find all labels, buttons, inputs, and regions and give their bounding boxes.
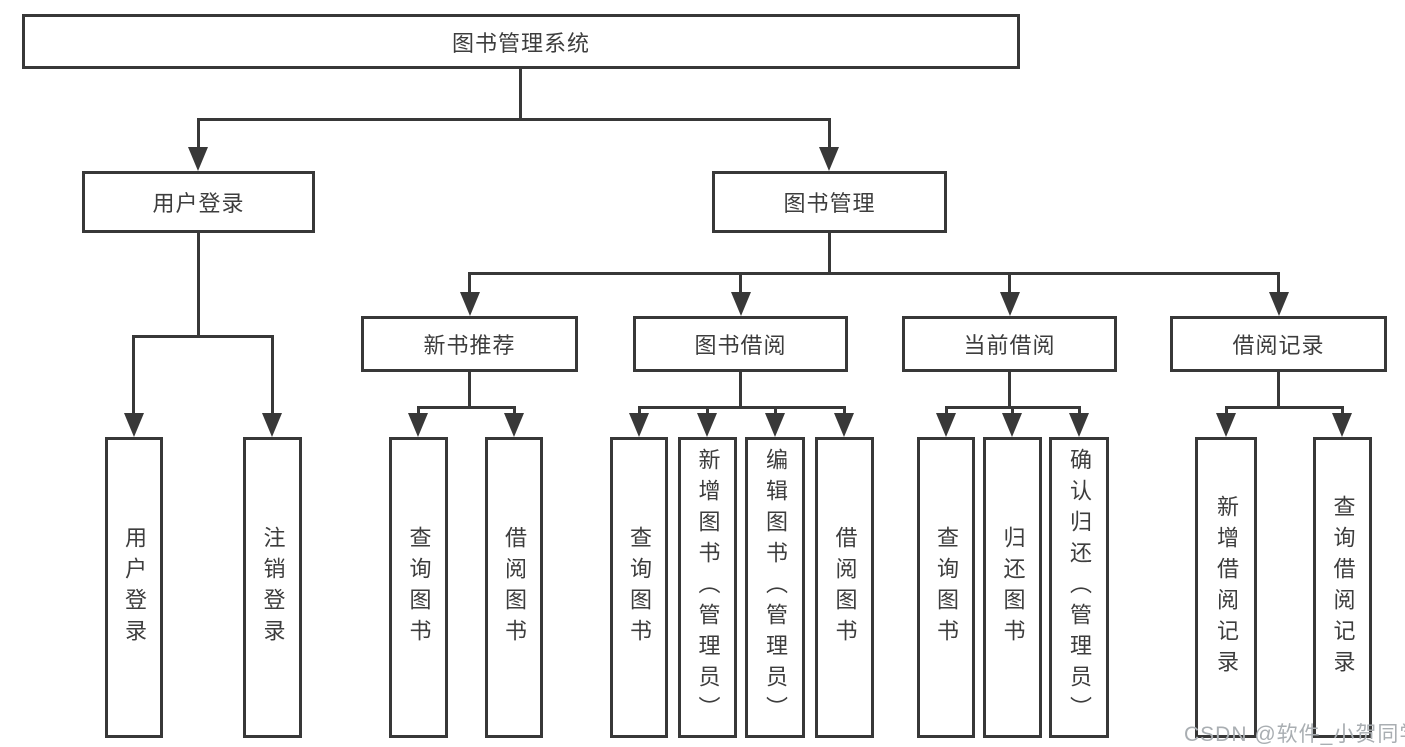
connector-current-leaf1-shaft bbox=[945, 406, 948, 416]
leaf-current-return-books: 归还图书 bbox=[983, 437, 1042, 738]
connector-borrow-stub bbox=[739, 370, 742, 408]
connector-root-right-shaft bbox=[828, 120, 831, 150]
leaf-borrow-query-books-label: 查询图书 bbox=[627, 525, 652, 650]
node-new-book-recommend-label: 新书推荐 bbox=[423, 333, 516, 358]
arrowhead-recommend-borrow bbox=[504, 413, 524, 437]
arrowhead-current-confirm bbox=[1069, 413, 1089, 437]
leaf-borrow-query-books: 查询图书 bbox=[610, 437, 668, 738]
node-book-management: 图书管理 bbox=[712, 171, 947, 233]
connector-records-leaf1-shaft bbox=[1225, 406, 1228, 416]
leaf-records-add-record: 新增借阅记录 bbox=[1195, 437, 1257, 738]
csdn-watermark: CSDN @软件_小贺同学 bbox=[1184, 723, 1405, 746]
connector-borrow-split bbox=[638, 406, 846, 409]
connector-level3-bus bbox=[468, 272, 1280, 275]
leaf-records-query-record: 查询借阅记录 bbox=[1313, 437, 1372, 738]
connector-borrow-leaf4-shaft bbox=[843, 406, 846, 416]
connector-borrow-leaf3-shaft bbox=[774, 406, 777, 416]
connector-borrow-leaf1-shaft bbox=[638, 406, 641, 416]
node-book-borrow-label: 图书借阅 bbox=[694, 333, 787, 358]
node-root-system: 图书管理系统 bbox=[22, 14, 1020, 69]
node-borrow-records-label: 借阅记录 bbox=[1232, 333, 1325, 358]
arrowhead-book-borrow bbox=[731, 292, 751, 316]
connector-bookmgmt-stub bbox=[828, 233, 831, 274]
node-current-borrow-label: 当前借阅 bbox=[963, 333, 1056, 358]
arrowhead-borrow-edit bbox=[765, 413, 785, 437]
connector-userlogin-split bbox=[132, 335, 274, 338]
connector-root-stub bbox=[519, 69, 522, 120]
arrowhead-current-borrow bbox=[1000, 292, 1020, 316]
arrowhead-recommend-query bbox=[408, 413, 428, 437]
leaf-records-query-record-label: 查询借阅记录 bbox=[1330, 494, 1356, 681]
leaf-logout-label: 注销登录 bbox=[260, 525, 286, 650]
arrowhead-borrow-borrow bbox=[834, 413, 854, 437]
arrowhead-book-management bbox=[819, 147, 839, 171]
node-book-borrow: 图书借阅 bbox=[633, 316, 848, 372]
arrowhead-borrow-query bbox=[629, 413, 649, 437]
leaf-borrow-borrow-books: 借阅图书 bbox=[815, 437, 874, 738]
connector-userlogin-stub bbox=[197, 233, 200, 337]
node-new-book-recommend: 新书推荐 bbox=[361, 316, 578, 372]
leaf-current-query-books-label: 查询图书 bbox=[934, 525, 959, 650]
leaf-recommend-borrow-books-label: 借阅图书 bbox=[502, 525, 527, 650]
node-root-label: 图书管理系统 bbox=[451, 30, 590, 56]
leaf-recommend-query-books: 查询图书 bbox=[389, 437, 448, 738]
arrowhead-borrow-add bbox=[697, 413, 717, 437]
connector-recommend-leaf2-shaft bbox=[513, 406, 516, 416]
leaf-current-confirm-return-admin: 确认归还（管理员） bbox=[1049, 437, 1109, 738]
leaf-user-login-label: 用户登录 bbox=[122, 525, 147, 650]
connector-recommend-stub bbox=[468, 370, 471, 408]
node-book-management-label: 图书管理 bbox=[783, 191, 876, 216]
arrowhead-leaf-logout bbox=[262, 413, 282, 437]
leaf-borrow-add-books-admin-label: 新增图书（管理员） bbox=[695, 448, 721, 727]
connector-bus-shaft-recommend bbox=[468, 272, 471, 294]
leaf-borrow-edit-books-admin-label: 编辑图书（管理员） bbox=[763, 448, 788, 727]
connector-records-split bbox=[1225, 406, 1344, 409]
connector-records-stub bbox=[1277, 370, 1280, 408]
leaf-borrow-edit-books-admin: 编辑图书（管理员） bbox=[745, 437, 805, 738]
node-current-borrow: 当前借阅 bbox=[902, 316, 1117, 372]
leaf-current-confirm-return-admin-label: 确认归还（管理员） bbox=[1067, 448, 1092, 727]
connector-root-left-shaft bbox=[197, 120, 200, 150]
connector-userlogin-leaf2-shaft bbox=[271, 335, 274, 415]
arrowhead-current-query bbox=[936, 413, 956, 437]
leaf-borrow-borrow-books-label: 借阅图书 bbox=[832, 525, 858, 650]
leaf-recommend-borrow-books: 借阅图书 bbox=[485, 437, 543, 738]
leaf-borrow-add-books-admin: 新增图书（管理员） bbox=[678, 437, 737, 738]
arrowhead-new-book-recommend bbox=[460, 292, 480, 316]
arrowhead-user-login bbox=[188, 147, 208, 171]
arrowhead-records-query bbox=[1332, 413, 1352, 437]
connector-current-stub bbox=[1008, 370, 1011, 408]
leaf-recommend-query-books-label: 查询图书 bbox=[406, 525, 432, 650]
node-user-login: 用户登录 bbox=[82, 171, 315, 233]
connector-current-leaf3-shaft bbox=[1078, 406, 1081, 416]
node-borrow-records: 借阅记录 bbox=[1170, 316, 1387, 372]
leaf-current-query-books: 查询图书 bbox=[917, 437, 975, 738]
arrowhead-records-add bbox=[1216, 413, 1236, 437]
leaf-current-return-books-label: 归还图书 bbox=[1000, 525, 1026, 650]
leaf-records-add-record-label: 新增借阅记录 bbox=[1214, 494, 1239, 681]
connector-current-leaf2-shaft bbox=[1011, 406, 1014, 416]
node-user-login-label: 用户登录 bbox=[152, 191, 245, 216]
connector-root-split bbox=[197, 118, 831, 121]
arrowhead-leaf-user-login bbox=[124, 413, 144, 437]
connector-recommend-split bbox=[417, 406, 516, 409]
leaf-user-login: 用户登录 bbox=[105, 437, 163, 738]
connector-borrow-leaf2-shaft bbox=[706, 406, 709, 416]
connector-bus-shaft-records bbox=[1277, 272, 1280, 294]
arrowhead-borrow-records bbox=[1269, 292, 1289, 316]
connector-bus-shaft-current bbox=[1008, 272, 1011, 294]
connector-bus-shaft-borrow bbox=[739, 272, 742, 294]
connector-records-leaf2-shaft bbox=[1341, 406, 1344, 416]
connector-userlogin-leaf1-shaft bbox=[132, 335, 135, 415]
leaf-logout: 注销登录 bbox=[243, 437, 302, 738]
connector-recommend-leaf1-shaft bbox=[417, 406, 420, 416]
arrowhead-current-return bbox=[1002, 413, 1022, 437]
